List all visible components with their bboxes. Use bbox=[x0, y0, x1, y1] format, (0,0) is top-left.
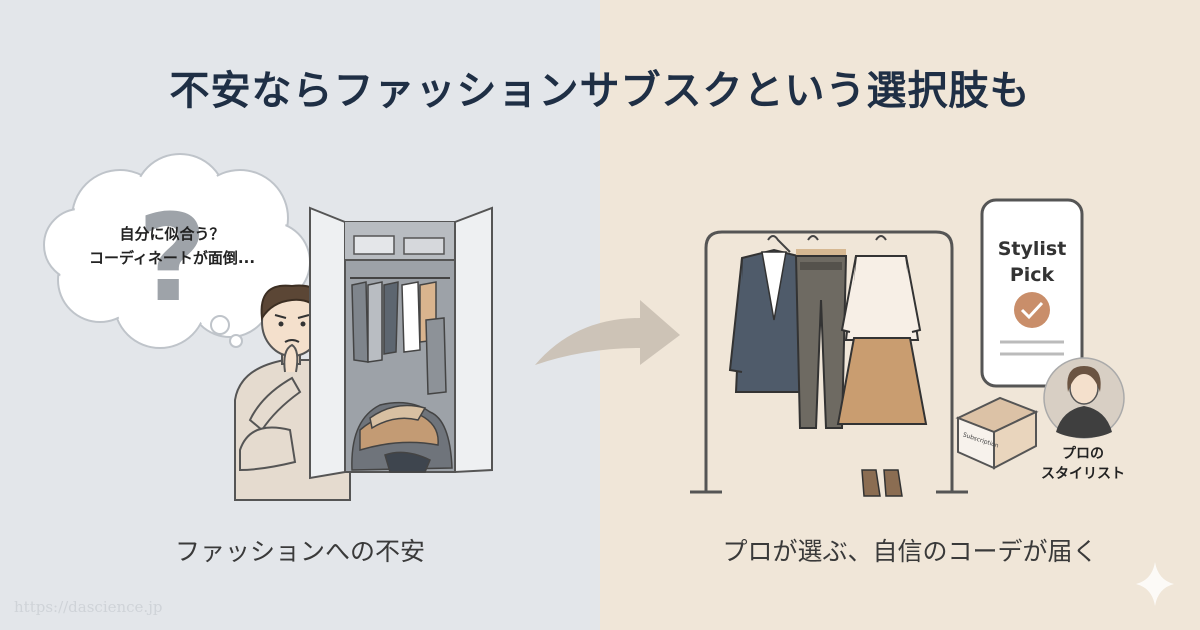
thought-line-1: 自分に似合う？ bbox=[119, 225, 225, 243]
right-caption: プロが選ぶ、自信のコーデが届く bbox=[722, 537, 1098, 566]
blouse-and-skirt bbox=[836, 235, 928, 425]
watermark-url: https://dascience.jp bbox=[14, 598, 163, 616]
stylist-avatar bbox=[1043, 357, 1125, 439]
trousers bbox=[794, 235, 848, 429]
thought-bubble-text: 自分に似合う？ コーディネートが面倒... bbox=[72, 222, 272, 270]
checkmark-icon bbox=[1014, 292, 1050, 328]
thought-bubble: ? bbox=[43, 153, 311, 349]
stylist-phone bbox=[980, 198, 1084, 388]
messy-wardrobe bbox=[309, 206, 493, 480]
subscription-box bbox=[955, 396, 1039, 470]
stylist-label: プロの スタイリスト bbox=[1018, 444, 1148, 484]
stylist-line-2: スタイリスト bbox=[1041, 466, 1125, 482]
thought-line-2: コーディネートが面倒... bbox=[88, 249, 256, 267]
sparkle-icon bbox=[1136, 562, 1174, 606]
phone-line-1: Stylist bbox=[997, 238, 1067, 260]
phone-line-2: Pick bbox=[1009, 264, 1055, 286]
question-mark-icon: ? bbox=[137, 190, 207, 329]
stylist-line-1: プロの bbox=[1062, 446, 1104, 462]
main-title: 不安ならファッションサブスクという選択肢も bbox=[169, 68, 1031, 114]
clothes-rack bbox=[690, 230, 968, 494]
arrow-right-icon bbox=[535, 300, 680, 365]
phone-screen-title: Stylist Pick bbox=[984, 236, 1080, 288]
heels bbox=[861, 469, 903, 497]
left-caption: ファッションへの不安 bbox=[174, 537, 425, 566]
